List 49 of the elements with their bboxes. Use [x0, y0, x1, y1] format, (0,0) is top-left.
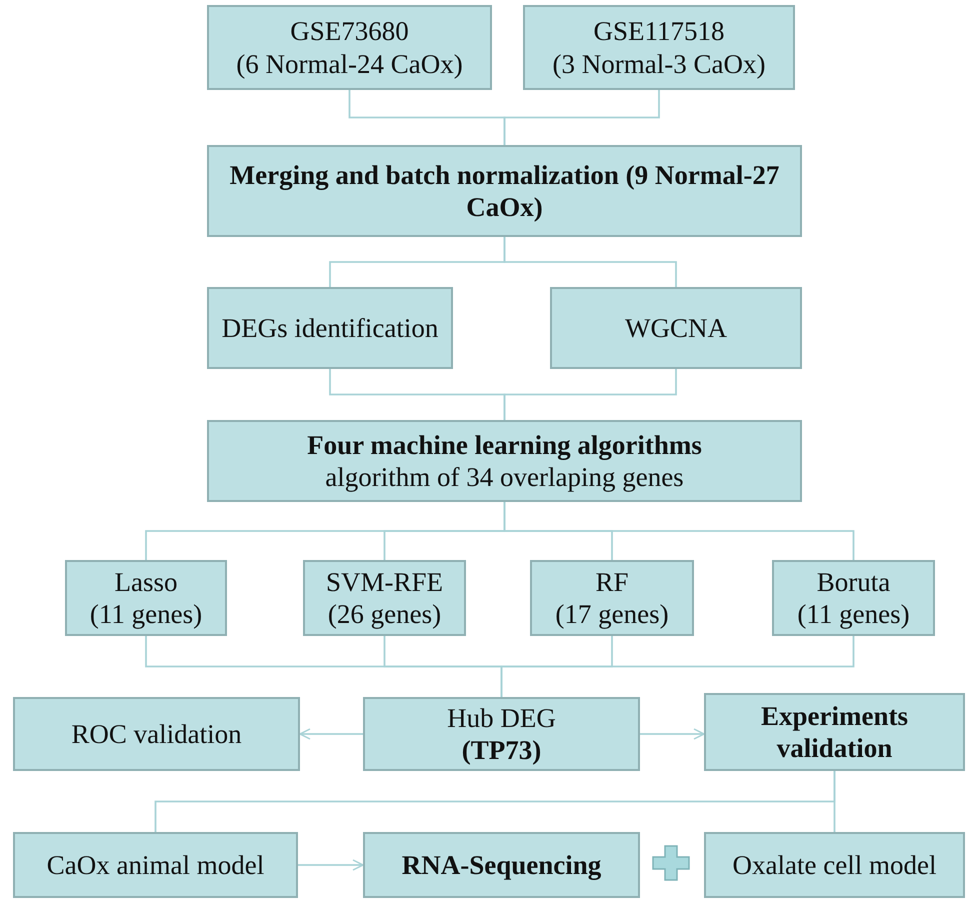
arrow	[298, 859, 364, 871]
process-box	[550, 287, 802, 369]
process-box	[530, 560, 694, 636]
box-text: algorithm of 34 overlaping genes	[325, 461, 684, 494]
process-box	[704, 832, 965, 898]
box-text: (6 Normal-24 CaOx)	[236, 48, 463, 80]
box-text: DEGs identification	[222, 312, 438, 344]
process-box	[13, 832, 298, 898]
process-box	[704, 693, 965, 771]
process-box	[772, 560, 935, 636]
process-box	[13, 697, 300, 771]
process-box	[363, 697, 640, 771]
box-text: ROC validation	[71, 718, 242, 750]
connector-line	[504, 502, 854, 560]
box-text: (3 Normal-3 CaOx)	[552, 48, 766, 80]
box-text: (11 genes)	[797, 598, 910, 630]
arrow	[640, 728, 705, 740]
process-box	[207, 420, 802, 502]
connector-line	[504, 237, 677, 287]
process-box	[65, 560, 227, 636]
box-text: GSE117518	[593, 15, 724, 48]
box-text: RF	[595, 566, 629, 598]
process-box	[303, 560, 466, 636]
box-text: (TP73)	[462, 734, 542, 766]
box-text: (17 genes)	[555, 598, 669, 630]
arrow	[299, 728, 363, 740]
box-text: CaOx animal model	[46, 848, 264, 882]
box-text: Experiments validation	[760, 700, 909, 764]
process-box	[363, 832, 640, 898]
connector-line	[834, 771, 836, 832]
box-text: (11 genes)	[90, 598, 202, 630]
connector-line	[504, 90, 660, 145]
box-text: Merging and batch normalization (9 Normal-27 CaOx)	[228, 158, 780, 224]
box-text: Lasso	[114, 566, 178, 598]
box-text: Four machine learning algorithms	[307, 428, 702, 461]
box-text: SVM-RFE	[326, 566, 444, 598]
connector-line	[504, 369, 677, 420]
box-text: (26 genes)	[328, 598, 442, 630]
process-box	[207, 287, 453, 369]
box-text: Hub DEG	[447, 702, 556, 734]
box-text: Oxalate cell model	[732, 848, 936, 882]
box-text: RNA-Sequencing	[402, 848, 602, 882]
box-text: WGCNA	[625, 312, 727, 344]
box-text: Boruta	[816, 566, 890, 598]
process-box	[207, 5, 492, 90]
process-box	[523, 5, 795, 90]
process-box	[207, 145, 802, 237]
connector-line	[500, 636, 854, 697]
box-text: GSE73680	[290, 15, 409, 48]
